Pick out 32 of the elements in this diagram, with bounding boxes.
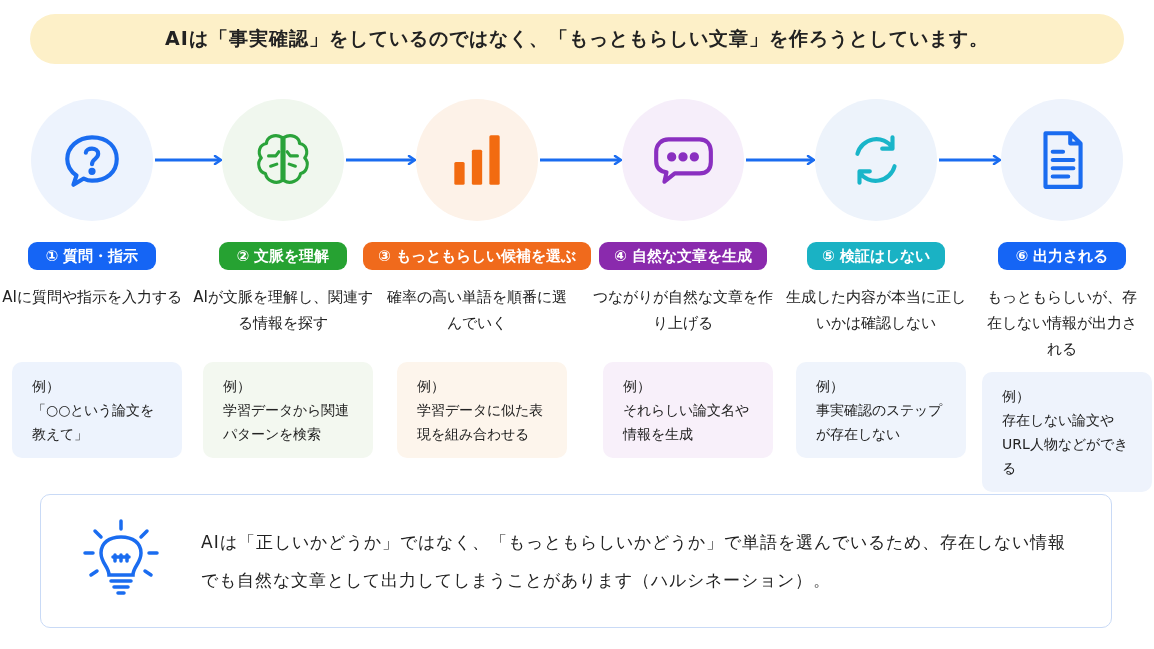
example-heading: 例） <box>1002 387 1031 406</box>
step-badge: ② 文脈を理解 <box>219 242 347 270</box>
step-description: AIに質問や指示を入力する <box>2 287 182 308</box>
example-heading: 例） <box>623 377 652 396</box>
step-badge: ⑤ 検証はしない <box>807 242 945 270</box>
example-heading: 例） <box>223 377 252 396</box>
arrow <box>746 154 816 166</box>
note-panel <box>40 494 1112 628</box>
example-text: 事実確認のステップが存在しない <box>816 401 944 444</box>
arrow <box>939 154 1002 166</box>
arrow <box>346 154 417 166</box>
example-heading: 例） <box>417 377 446 396</box>
example-heading: 例） <box>32 377 61 396</box>
example-text: それらしい論文名や情報を生成 <box>623 401 750 444</box>
step-badge: ④ 自然な文章を生成 <box>599 242 767 270</box>
arrow <box>540 154 623 166</box>
step-badge: ③ もっともらしい候補を選ぶ <box>363 242 591 270</box>
example-heading: 例） <box>816 377 845 396</box>
note-text: AIは「正しいかどうか」ではなく、「もっともらしいかどうか」で単語を選んでいるため、存在しない情報でも自然な文章として出力してしまうことがあります（ハルシネーション）。 <box>201 531 1067 592</box>
title-banner: AIは「事実確認」をしているのではなく、「もっともらしい文章」を作ろうとしています。 <box>30 14 1124 64</box>
example-text: 学習データに似た表現を組み合わせる <box>417 401 544 444</box>
step-description: 生成した内容が本当に正しいかは確認しない <box>786 287 966 334</box>
step-description: つながりが自然な文章を作り上げる <box>593 287 773 334</box>
example-text: 学習データから関連パターンを検索 <box>223 401 350 444</box>
example-text: 存在しない論文やURL人物などができる <box>1002 411 1129 478</box>
step-badge: ⑥ 出力される <box>998 242 1126 270</box>
step-description: もっともらしいが、存在しない情報が出力される <box>987 287 1137 360</box>
example-text: 「○○という論文を教えて」 <box>32 401 156 444</box>
step-description: 確率の高い単語を順番に選んでいく <box>387 287 567 334</box>
arrow <box>155 154 223 166</box>
step-badge: ① 質問・指示 <box>28 242 156 270</box>
step-description: AIが文脈を理解し、関連する情報を探す <box>193 287 373 334</box>
